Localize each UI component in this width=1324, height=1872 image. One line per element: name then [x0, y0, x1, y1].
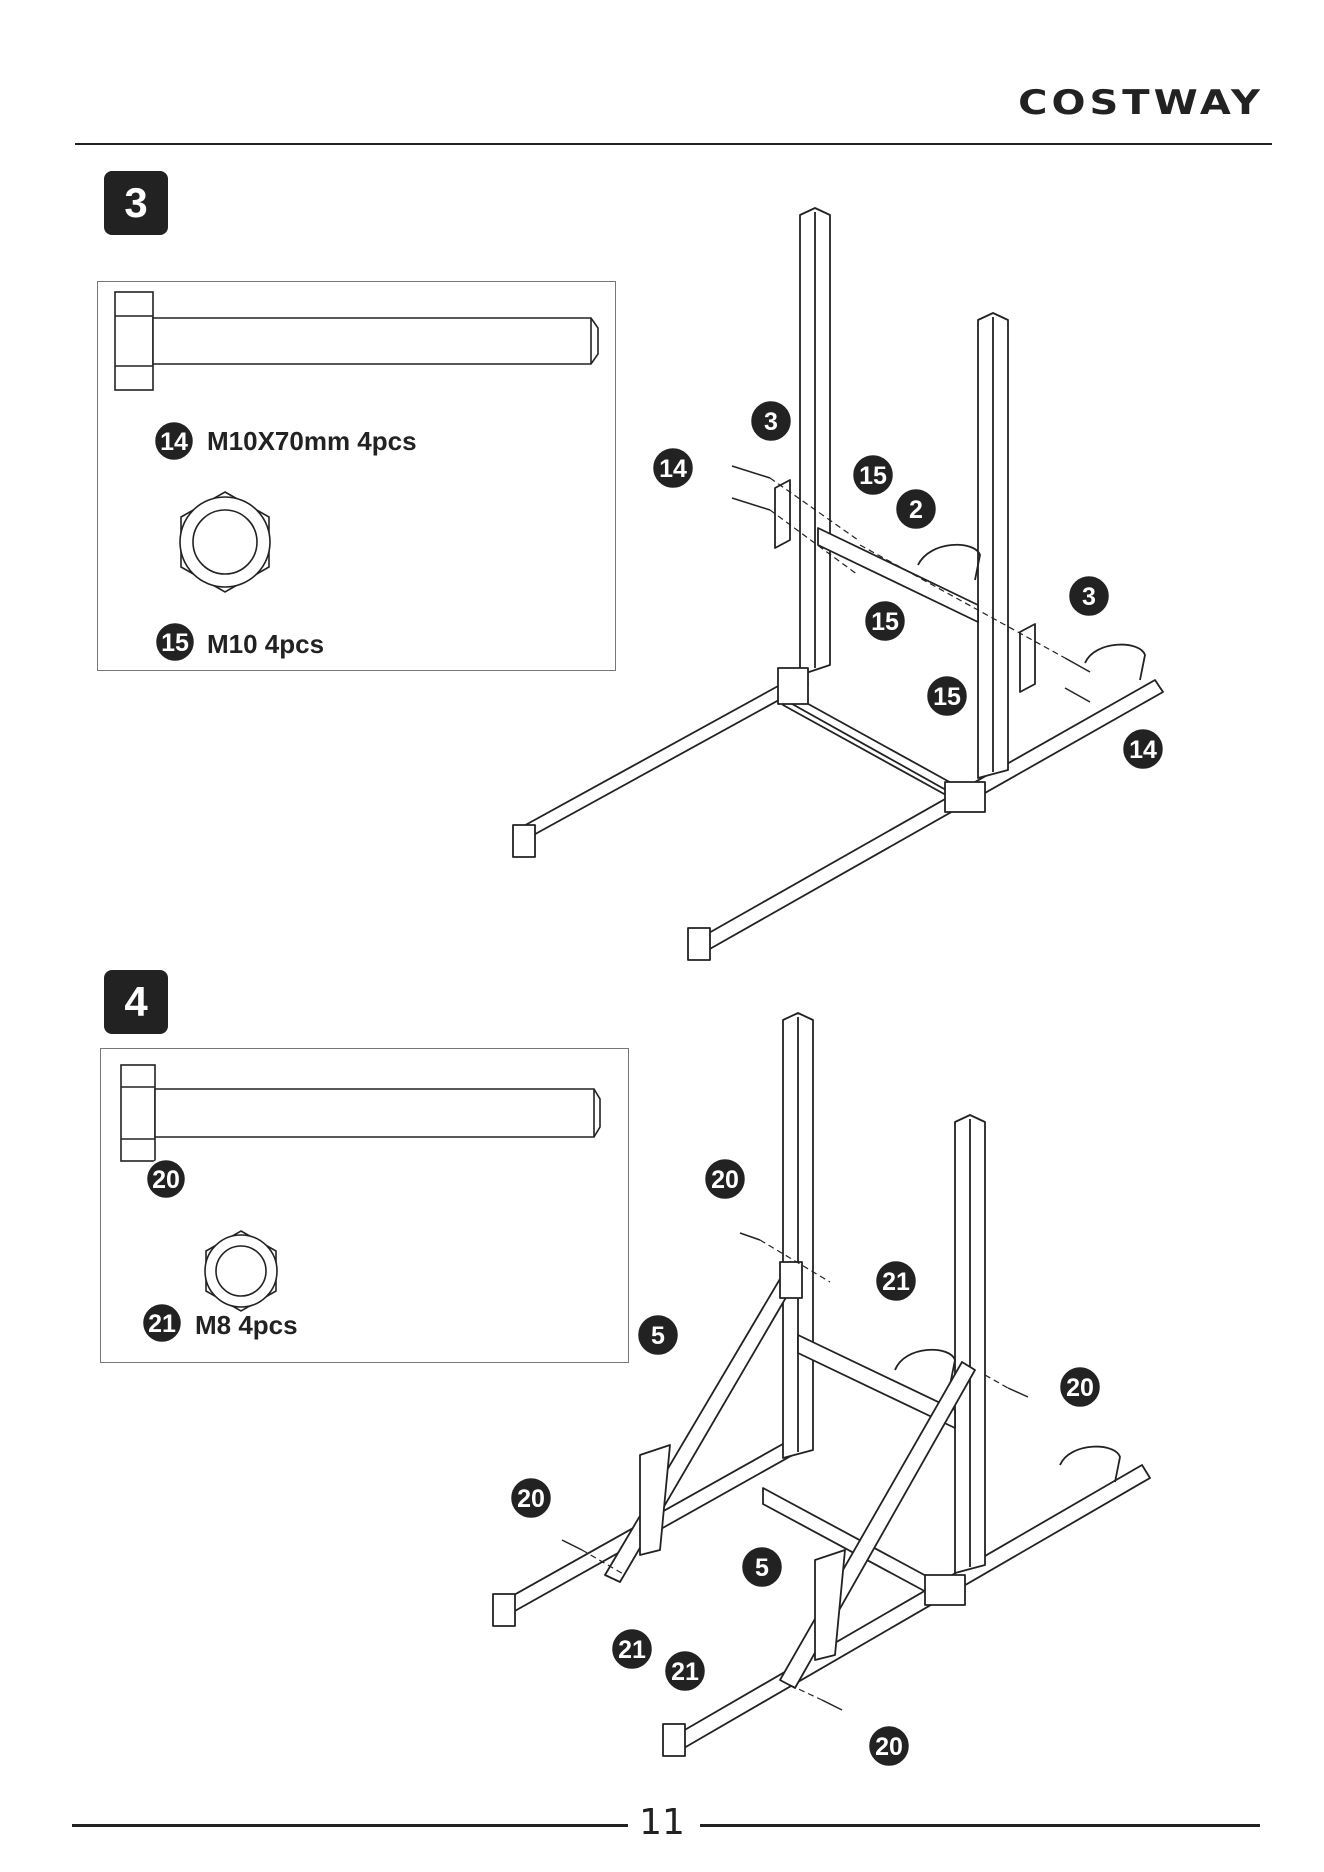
svg-text:5: 5	[651, 1322, 665, 1350]
callout-20-front: 20	[868, 1725, 910, 1767]
callout-20-top: 20	[704, 1158, 746, 1200]
svg-text:20: 20	[711, 1166, 739, 1194]
callout-20-right: 20	[1059, 1366, 1101, 1408]
svg-text:20: 20	[875, 1733, 903, 1761]
callout-5-left: 5	[637, 1314, 679, 1356]
svg-text:20: 20	[1066, 1374, 1094, 1402]
svg-text:5: 5	[755, 1554, 769, 1582]
svg-text:21: 21	[618, 1636, 646, 1664]
page-number: 11	[0, 1802, 1324, 1843]
svg-text:20: 20	[517, 1485, 545, 1513]
callout-21-top: 21	[875, 1260, 917, 1302]
callout-5-front: 5	[741, 1546, 783, 1588]
svg-text:21: 21	[882, 1268, 910, 1296]
callout-21-front: 21	[664, 1650, 706, 1692]
svg-text:21: 21	[671, 1658, 699, 1686]
callout-21-left: 21	[611, 1628, 653, 1670]
callout-20-left: 20	[510, 1477, 552, 1519]
